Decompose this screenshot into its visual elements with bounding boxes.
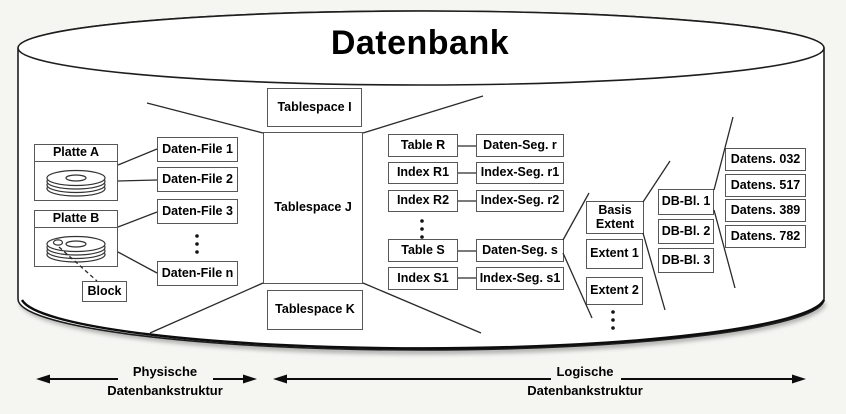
data-file-1-box: Daten-File 1: [157, 137, 238, 162]
extent-2-box: Extent 2: [586, 277, 643, 305]
disk-a-box: Platte A: [34, 144, 118, 201]
disk-a-icon-area: [35, 162, 117, 200]
table-segment-connectors: [458, 145, 476, 279]
legend-logical-line1: Logische: [556, 364, 614, 379]
record-389-box: Datens. 389: [725, 199, 806, 222]
data-file-2-box: Daten-File 2: [157, 167, 238, 192]
db-block-2-box: DB-Bl. 2: [658, 219, 714, 244]
table-r-box: Table R: [388, 134, 458, 157]
index-segment-s1-box: Index-Seg. s1: [476, 267, 564, 290]
data-segment-s-box: Daten-Seg. s: [476, 239, 564, 262]
disk-platter-icon: [46, 170, 106, 197]
index-s1-box: Index S1: [388, 267, 458, 290]
disk-b-icon-area: [35, 228, 117, 266]
legend-logical-line2: Datenbankstruktur: [527, 383, 643, 398]
tablespace-j-box: Tablespace J: [263, 132, 363, 284]
disk-platter-icon: [46, 236, 106, 263]
basis-extent-line2: Extent: [595, 216, 635, 231]
tablespace-k-box: Tablespace K: [267, 290, 363, 330]
data-segment-r-box: Daten-Seg. r: [476, 134, 564, 157]
disk-to-file-connectors: [117, 148, 158, 274]
block-marker-icon: [52, 239, 64, 247]
legend-physical-line2: Datenbankstruktur: [107, 383, 223, 398]
record-782-box: Datens. 782: [725, 225, 806, 248]
db-block-3-box: DB-Bl. 3: [658, 248, 714, 273]
record-517-box: Datens. 517: [725, 174, 806, 197]
data-file-n-box: Daten-File n: [157, 261, 238, 286]
disk-b-label: Platte B: [35, 211, 117, 228]
disk-b-box: Platte B: [34, 210, 118, 267]
disk-a-label: Platte A: [35, 145, 117, 162]
block-box: Block: [82, 281, 127, 302]
fan-tablespace-to-tables: [362, 95, 484, 334]
index-segment-r2-box: Index-Seg. r2: [476, 190, 564, 212]
basis-extent-line1: Basis: [598, 202, 632, 217]
basis-extent-box: Basis Extent: [586, 201, 644, 234]
index-r2-box: Index R2: [388, 190, 458, 212]
tablespace-i-box: Tablespace I: [267, 88, 362, 127]
extent-1-box: Extent 1: [586, 239, 643, 269]
cylinder-shadow: [19, 301, 827, 355]
index-r1-box: Index R1: [388, 162, 458, 184]
index-segment-r1-box: Index-Seg. r1: [476, 162, 564, 184]
record-032-box: Datens. 032: [725, 148, 806, 171]
legend-physical-line1: Physische: [132, 364, 198, 379]
db-block-1-box: DB-Bl. 1: [658, 189, 714, 215]
cylinder-bottom-edge: [20, 299, 826, 350]
diagram-title: Datenbank: [330, 24, 510, 62]
data-file-3-box: Daten-File 3: [157, 199, 238, 224]
table-s-box: Table S: [388, 239, 458, 262]
